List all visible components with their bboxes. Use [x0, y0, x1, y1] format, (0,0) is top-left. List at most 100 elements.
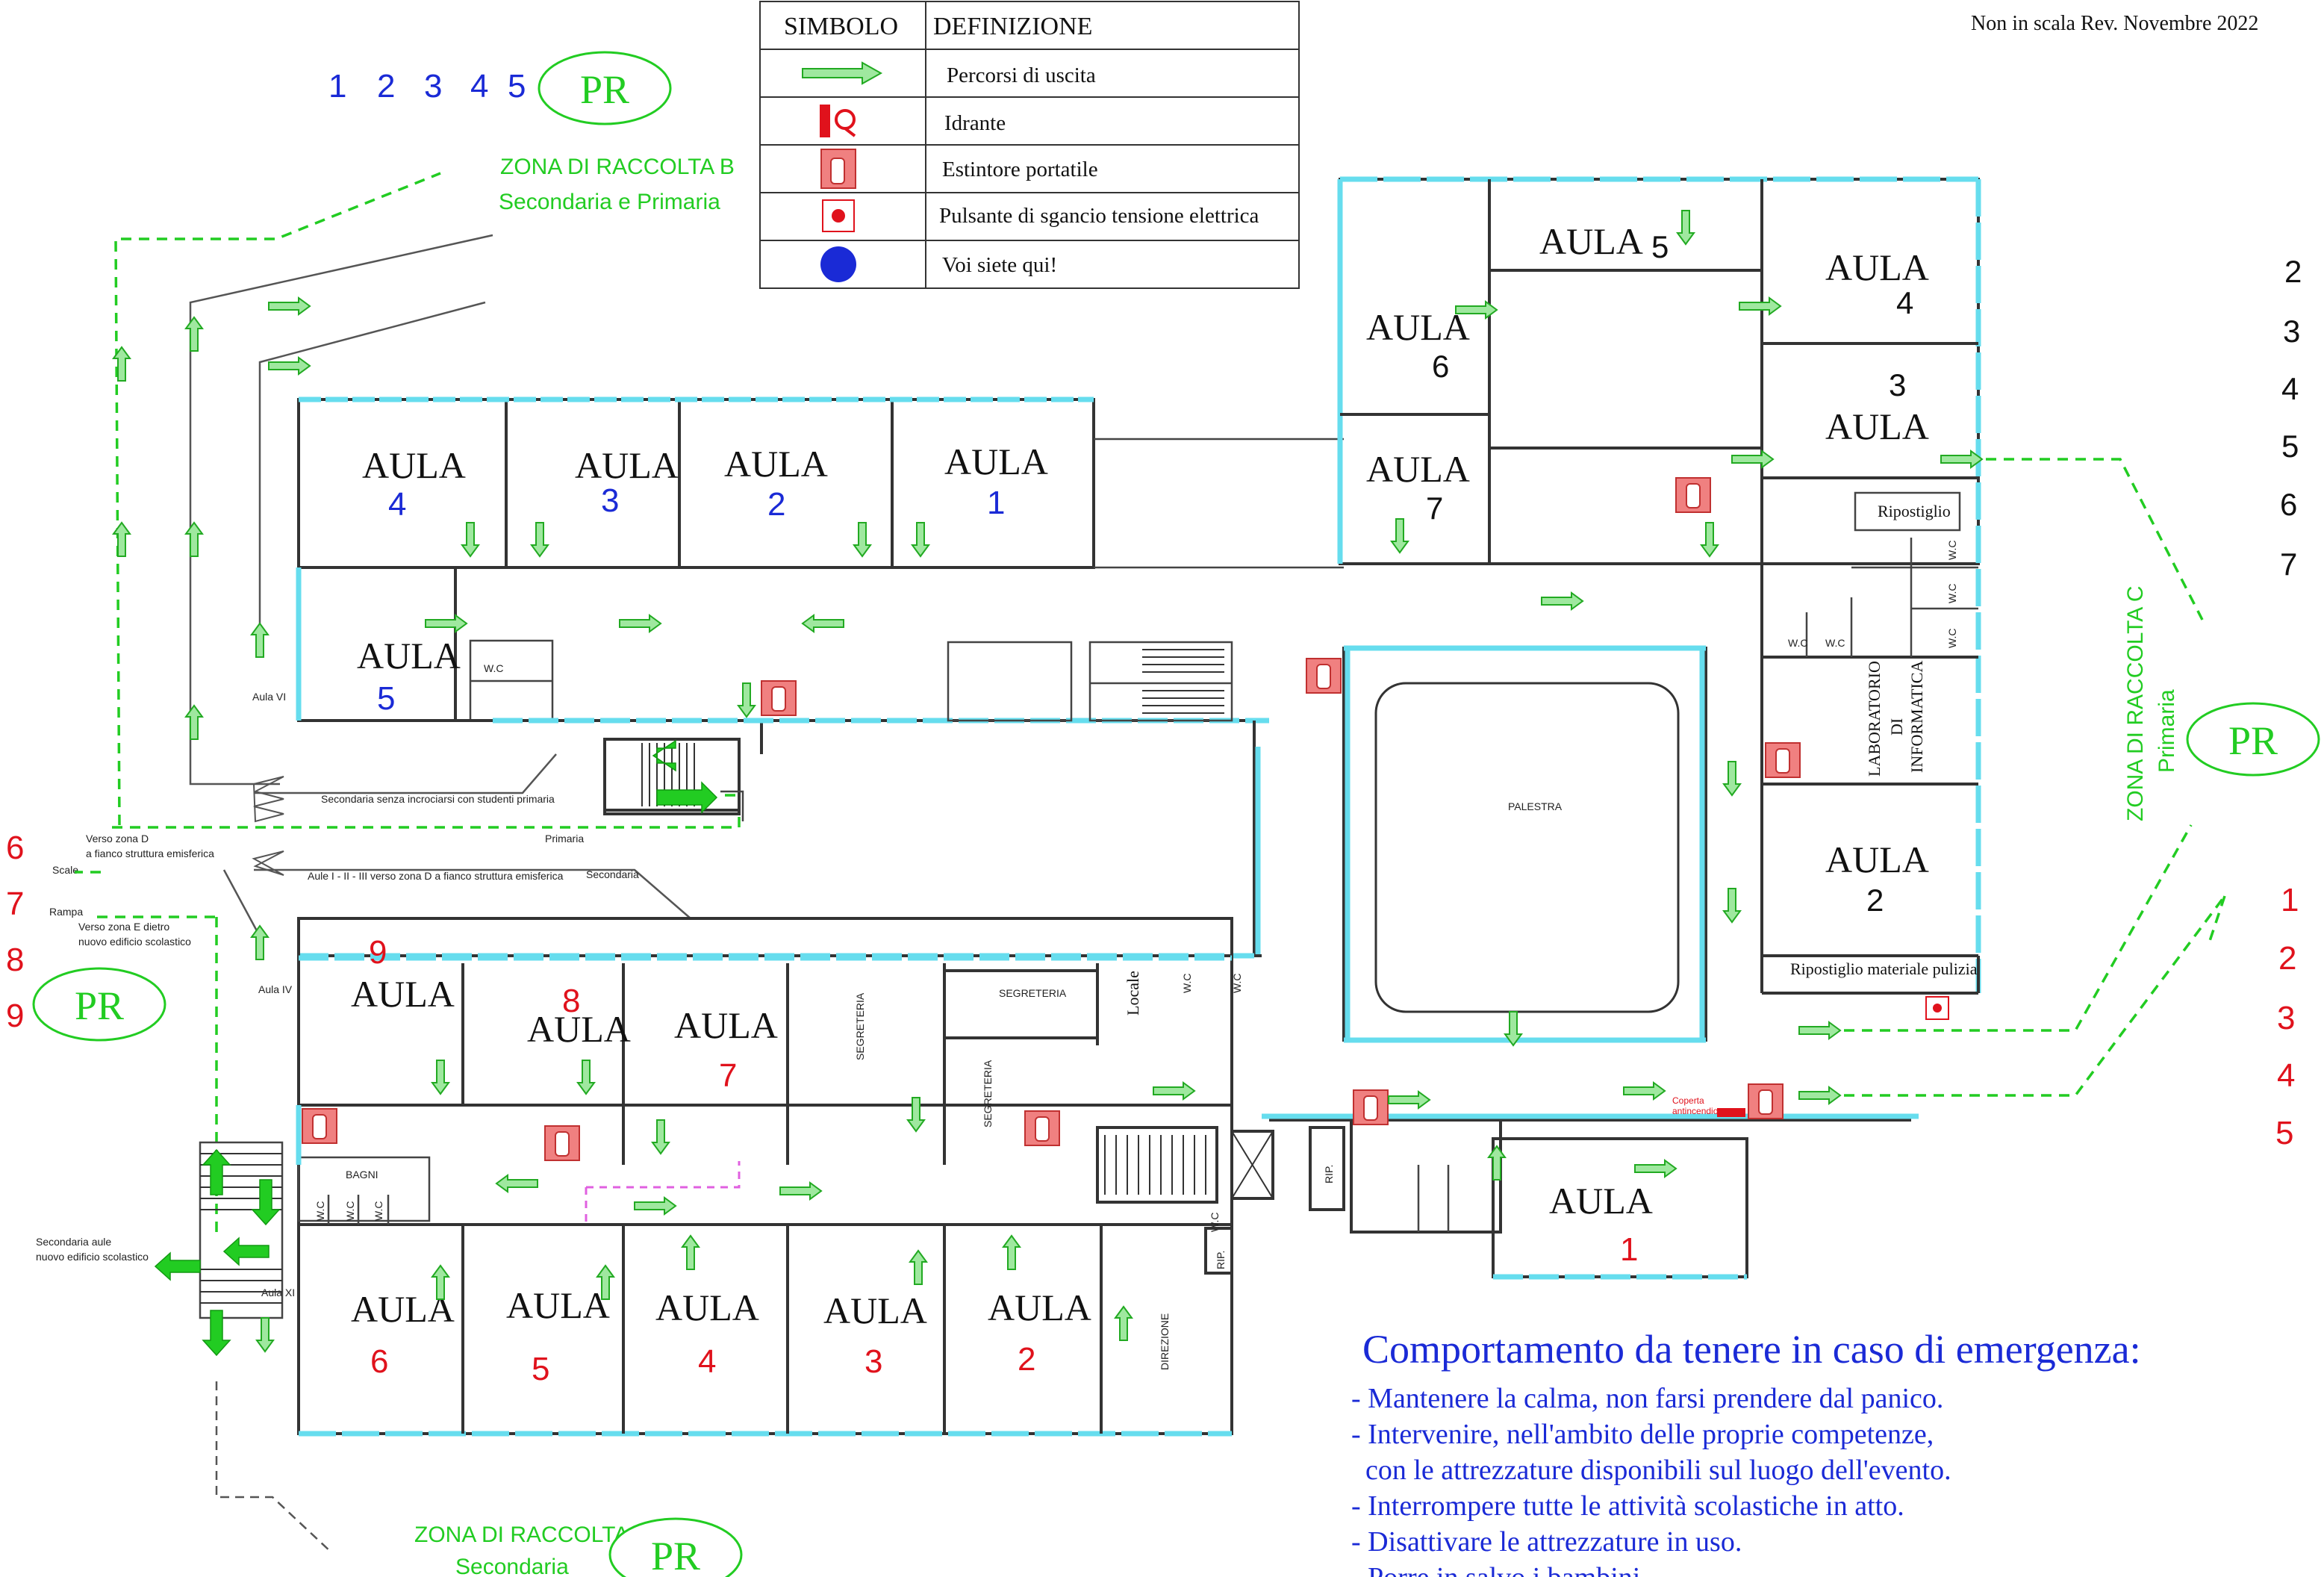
- fire-extinguisher-icon: [302, 1108, 337, 1144]
- room-aula-5-top: AULA 5: [357, 635, 461, 717]
- svg-text:7: 7: [1426, 491, 1443, 526]
- room-aula-8-bottom: 8 AULA: [527, 983, 631, 1050]
- legend-header-definition: DEFINIZIONE: [933, 13, 1092, 40]
- top-assembly-numbers: 1 2 3 4 5: [328, 68, 526, 105]
- room-aula-7-right: AULA 7: [1366, 448, 1470, 526]
- svg-text:3: 3: [601, 482, 619, 519]
- left-assembly-numbers: 6 7 8 9: [6, 830, 24, 1034]
- room-aula-1-top: AULA 1: [944, 441, 1048, 521]
- svg-text:2: 2: [2278, 940, 2296, 977]
- svg-text:PR: PR: [2228, 718, 2278, 763]
- svg-text:7: 7: [6, 886, 24, 922]
- segreteria-label-2: SEGRETERIA: [999, 987, 1067, 999]
- svg-text:AULA: AULA: [988, 1287, 1091, 1328]
- route-note-rampa: Rampa: [49, 906, 83, 918]
- exit-route-arrow-icon: [802, 61, 883, 85]
- room-aula-4-top: AULA 4: [362, 444, 466, 523]
- route-to-zone-c-top: [1986, 458, 2204, 620]
- svg-text:3: 3: [424, 68, 442, 105]
- fire-extinguisher-icon: [1306, 658, 1342, 694]
- fire-extinguisher-markers: [302, 477, 1801, 1161]
- direzione-label: DIREZIONE: [1159, 1313, 1171, 1370]
- svg-text:8: 8: [6, 942, 24, 978]
- rip-label-2: RIP.: [1215, 1251, 1227, 1269]
- svg-text:W.C: W.C: [373, 1201, 384, 1221]
- svg-text:PR: PR: [75, 983, 124, 1028]
- route-primaria-line: [112, 794, 741, 829]
- svg-text:3: 3: [865, 1343, 882, 1380]
- stairs-center-bottom: [1096, 1126, 1345, 1275]
- fire-extinguisher-icon: [544, 1125, 580, 1161]
- legend-table: SIMBOLO DEFINIZIONE Percorsi di uscita I…: [759, 1, 1300, 289]
- svg-text:6: 6: [6, 830, 24, 866]
- svg-text:W.C: W.C: [1181, 974, 1193, 993]
- zone-c-title: ZONA DI RACCOLTA C: [2123, 585, 2148, 821]
- room-aula-2-right: AULA 2: [1825, 839, 1929, 918]
- svg-text:LABORATORIO: LABORATORIO: [1865, 661, 1884, 777]
- room-aula-3-right: 3 AULA: [1825, 367, 1929, 447]
- svg-text:DI: DI: [1887, 718, 1906, 735]
- svg-text:AULA: AULA: [823, 1290, 927, 1331]
- svg-text:AULA: AULA: [1549, 1180, 1653, 1222]
- svg-text:AULA: AULA: [362, 444, 466, 486]
- assembly-point-top: PR: [538, 51, 672, 125]
- room-aula-6-right: AULA 6: [1366, 306, 1470, 384]
- svg-text:W.C: W.C: [314, 1201, 326, 1221]
- svg-text:Coperta: Coperta: [1672, 1095, 1704, 1106]
- emergency-behavior-title: Comportamento da tenere in caso di emerg…: [1362, 1327, 2141, 1372]
- svg-text:7: 7: [719, 1057, 737, 1094]
- svg-text:7: 7: [2280, 547, 2297, 582]
- svg-text:5: 5: [2281, 429, 2299, 464]
- svg-text:AULA: AULA: [674, 1004, 778, 1046]
- emergency-behavior-line: con le attrezzature disponibili sul luog…: [1351, 1455, 1951, 1486]
- route-note-verso-d-2: a fianco struttura emisferica: [86, 847, 214, 859]
- route-to-zone-c-mid: [1844, 824, 2193, 1032]
- emergency-behavior-line: - Disattivare le attrezzature in uso.: [1351, 1526, 1742, 1558]
- svg-text:6: 6: [370, 1343, 388, 1380]
- svg-text:2: 2: [767, 486, 785, 523]
- svg-text:5: 5: [377, 680, 395, 717]
- svg-text:8: 8: [562, 983, 580, 1019]
- svg-text:2: 2: [1018, 1341, 1035, 1378]
- power-cutoff-button-icon: [822, 199, 855, 232]
- svg-text:W.C: W.C: [1825, 637, 1845, 649]
- svg-text:AULA: AULA: [1825, 839, 1929, 880]
- svg-text:1: 1: [328, 68, 346, 105]
- svg-text:9: 9: [369, 934, 387, 971]
- route-note-sec-aule-2: nuovo edificio scolastico: [36, 1251, 149, 1263]
- svg-text:3: 3: [2283, 314, 2300, 349]
- revision-note: Non in scala Rev. Novembre 2022: [1971, 12, 2258, 35]
- room-aula-4-bottom: AULA 4: [655, 1287, 759, 1380]
- emergency-behavior-panel: Comportamento da tenere in caso di emerg…: [1351, 1327, 2141, 1577]
- svg-text:W.C: W.C: [1231, 974, 1243, 993]
- room-aula-6-bottom: AULA 6: [351, 1288, 455, 1380]
- power-cutoff-button-icon: [1925, 996, 1949, 1020]
- svg-text:9: 9: [6, 998, 24, 1034]
- svg-text:AULA: AULA: [1539, 220, 1643, 262]
- svg-text:AULA: AULA: [1825, 405, 1929, 447]
- zone-a-title: ZONA DI RACCOLTA A: [414, 1522, 647, 1547]
- svg-text:2: 2: [1866, 883, 1884, 918]
- route-note-primaria: Primaria: [545, 833, 584, 845]
- svg-text:6: 6: [1432, 349, 1449, 384]
- wc-right-labels: W.C W.C W.C W.C W.C: [1788, 541, 1958, 649]
- rip-label-1: RIP.: [1323, 1165, 1335, 1183]
- route-note-aule: Aule I - II - III verso zona D a fianco …: [308, 870, 564, 882]
- emergency-behavior-line: - Intervenire, nell'ambito delle proprie…: [1351, 1419, 1934, 1450]
- svg-text:5: 5: [508, 68, 526, 105]
- route-note-aula-vi: Aula VI: [252, 691, 286, 703]
- svg-text:3: 3: [1889, 367, 1906, 402]
- legend-label-power-button: Pulsante di sgancio tensione elettrica: [939, 204, 1259, 228]
- right-wing: [1337, 176, 1981, 995]
- segreteria-label-1: SEGRETERIA: [854, 992, 866, 1060]
- svg-text:1: 1: [2281, 882, 2299, 918]
- room-aula-5-right: AULA 5: [1539, 220, 1669, 264]
- top-wing: [296, 396, 1344, 812]
- coperta-antincendio: Coperta antincendio: [1672, 1095, 1745, 1117]
- fire-extinguisher-icon: [1675, 477, 1711, 513]
- svg-text:1: 1: [1620, 1231, 1638, 1268]
- legend-label-extinguisher: Estintore portatile: [942, 158, 1098, 181]
- svg-text:AULA: AULA: [1366, 448, 1470, 490]
- svg-text:AULA: AULA: [575, 444, 679, 486]
